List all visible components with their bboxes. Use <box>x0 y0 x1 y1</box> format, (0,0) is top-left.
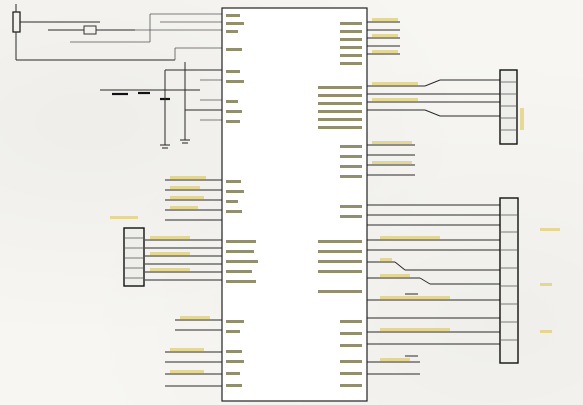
bottom-marks <box>405 293 418 357</box>
microcontroller <box>221 7 368 402</box>
left-bus-labels <box>150 176 210 373</box>
left-bus-wires <box>145 179 222 387</box>
crystal <box>48 13 222 60</box>
ic-left-pin-labels <box>226 14 258 387</box>
header-left <box>110 216 145 287</box>
right-bus-labels <box>372 18 450 361</box>
right-bus-wires <box>367 21 500 375</box>
header-right-lower <box>499 197 560 364</box>
header-top-right <box>499 69 524 145</box>
resistor <box>12 4 175 61</box>
capacitor-group <box>100 62 222 149</box>
ic-right-pin-labels <box>318 22 362 387</box>
